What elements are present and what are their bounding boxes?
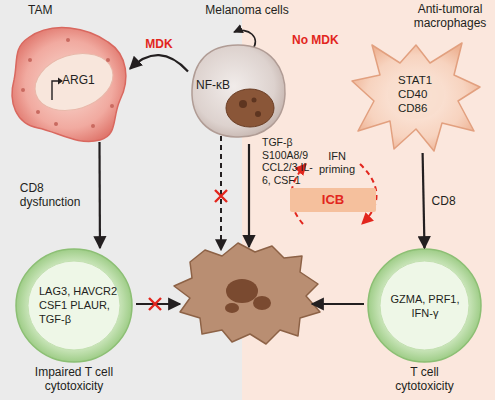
connector-arrow [98, 142, 101, 248]
cytokine-list: TGF-β S100A8/9 CCL2/3 IL-6, CSF1 [262, 136, 318, 186]
connector-arrow [130, 55, 188, 71]
treatment-box: ICB [290, 188, 376, 212]
t-cell: LAG3, HAVCR2 CSF1 PLAUR, TGF-βImpaired T… [15, 248, 133, 363]
block-cross [149, 298, 161, 310]
granule [66, 38, 70, 42]
granule [28, 58, 32, 62]
cell-nucleus [380, 261, 469, 350]
gene-label: LAG3, HAVCR2 CSF1 PLAUR, TGF-β [39, 284, 119, 326]
granule [21, 88, 25, 92]
gene-label: ARG1 [62, 73, 102, 87]
cell-nucleus [226, 89, 274, 127]
t-cell: GZMA, PRF1, IFN-γT cell cytotoxicity [367, 248, 482, 363]
block-cross [215, 190, 227, 202]
chromatin [239, 100, 247, 108]
tam-cell: TAMARG1 [8, 20, 130, 142]
dying-cell-body [174, 243, 320, 344]
gene-label: GZMA, PRF1, IFN-γ [389, 292, 461, 320]
granule [91, 124, 95, 128]
nucleus-fragment [253, 296, 271, 310]
cell-body [352, 43, 480, 151]
granule [106, 58, 110, 62]
cell-shape [367, 248, 482, 363]
dying-tumor-cell [174, 243, 320, 344]
cell-heading: TAM [28, 3, 68, 17]
cell-heading: Melanoma cells [177, 3, 317, 17]
antitumoral-macrophage: Anti-tumoral macrophagesSTAT1 CD40 CD86 [350, 35, 482, 153]
edge-label: CD8 dysfunction [20, 181, 92, 209]
edge-label: MDK [139, 37, 179, 51]
chromatin [255, 111, 261, 117]
nucleus-fragment [225, 303, 239, 313]
nucleus-fragment [226, 279, 258, 303]
condition-label: No MDK [292, 33, 352, 47]
blocked-arrow [220, 136, 222, 250]
cell-body [12, 28, 126, 142]
blocked-arrow [136, 303, 180, 305]
expression-arrow [52, 81, 59, 100]
granule [36, 110, 40, 114]
gene-label: NF-κB [196, 78, 246, 92]
treatment-label: ICB [290, 192, 376, 208]
connector-arrow [423, 153, 425, 248]
granule [110, 104, 114, 108]
cell-body [368, 249, 481, 362]
background-right [242, 0, 495, 400]
cell-nucleus [388, 71, 444, 119]
granule [54, 122, 58, 126]
edge-label: CD8 [432, 194, 466, 208]
melanoma-cell: Melanoma cellsNF-κB [188, 42, 288, 140]
cell-heading: T cell cytotoxicity [382, 365, 467, 393]
cell-nucleus [28, 44, 121, 120]
process-label: IFN priming [314, 150, 360, 176]
box-fill [290, 188, 376, 212]
cell-nucleus [28, 261, 120, 350]
cell-heading: Impaired T cell cytotoxicity [4, 365, 144, 393]
gene-label: STAT1 CD40 CD86 [398, 73, 438, 115]
killing-arrow [248, 144, 250, 247]
cell-body [192, 45, 285, 137]
killing-arrow [312, 303, 364, 305]
cell-heading: Anti-tumoral macrophages [410, 2, 490, 30]
cell-body [16, 249, 132, 362]
chromatin [252, 98, 257, 103]
